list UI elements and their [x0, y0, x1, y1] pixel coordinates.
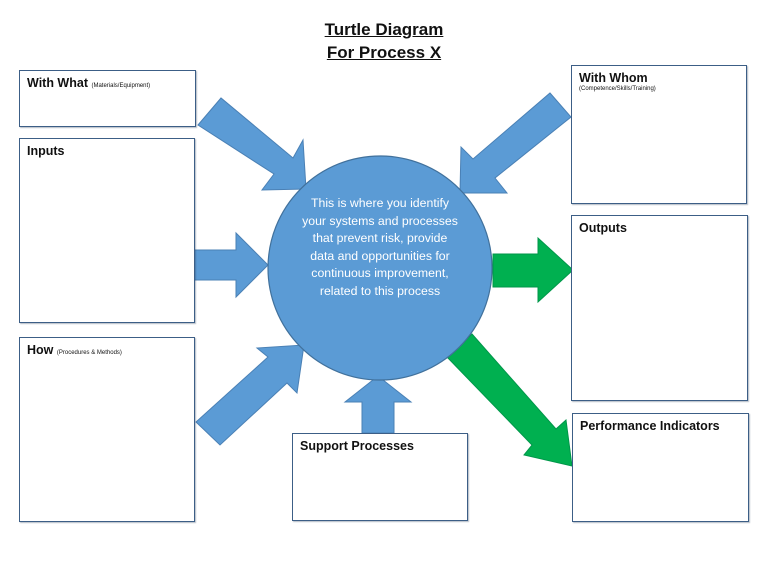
with-what-subtitle: (Materials/Equipment) [91, 83, 151, 89]
with-whom-title: With Whom [579, 71, 648, 85]
inputs-box: Inputs [19, 138, 195, 323]
how-label: How (Procedures & Methods) [27, 343, 122, 357]
inputs-label: Inputs [27, 144, 65, 158]
outputs-label: Outputs [579, 221, 627, 235]
process-description: This is where you identify your systems … [302, 196, 458, 298]
support-arrow [343, 375, 413, 434]
with-what-arrow [197, 97, 307, 191]
with-whom-subtitle: (Competence/Skills/Training) [579, 86, 656, 92]
with-what-box: With What (Materials/Equipment) [19, 70, 196, 127]
support-label: Support Processes [300, 439, 414, 453]
support-box: Support Processes [292, 433, 468, 521]
outputs-arrow [492, 236, 574, 304]
with-what-title: With What [27, 76, 88, 90]
how-box: How (Procedures & Methods) [19, 337, 195, 522]
how-subtitle: (Procedures & Methods) [56, 350, 122, 356]
with-what-label: With What (Materials/Equipment) [27, 76, 150, 90]
title-line-2: For Process X [326, 43, 442, 62]
performance-box: Performance Indicators [572, 413, 749, 522]
title-line-1: Turtle Diagram [324, 20, 444, 39]
process-circle [267, 155, 493, 381]
with-whom-box: With Whom (Competence/Skills/Training) [571, 65, 747, 204]
performance-arrow [446, 333, 573, 467]
with-whom-arrow [459, 92, 572, 194]
inputs-arrow [193, 231, 269, 299]
with-whom-label: With Whom (Competence/Skills/Training) [579, 71, 656, 92]
how-title: How [27, 343, 54, 357]
performance-label: Performance Indicators [580, 419, 720, 433]
diagram-title: Turtle Diagram For Process X [0, 18, 768, 64]
outputs-box: Outputs [571, 215, 748, 401]
how-arrow [195, 344, 305, 446]
